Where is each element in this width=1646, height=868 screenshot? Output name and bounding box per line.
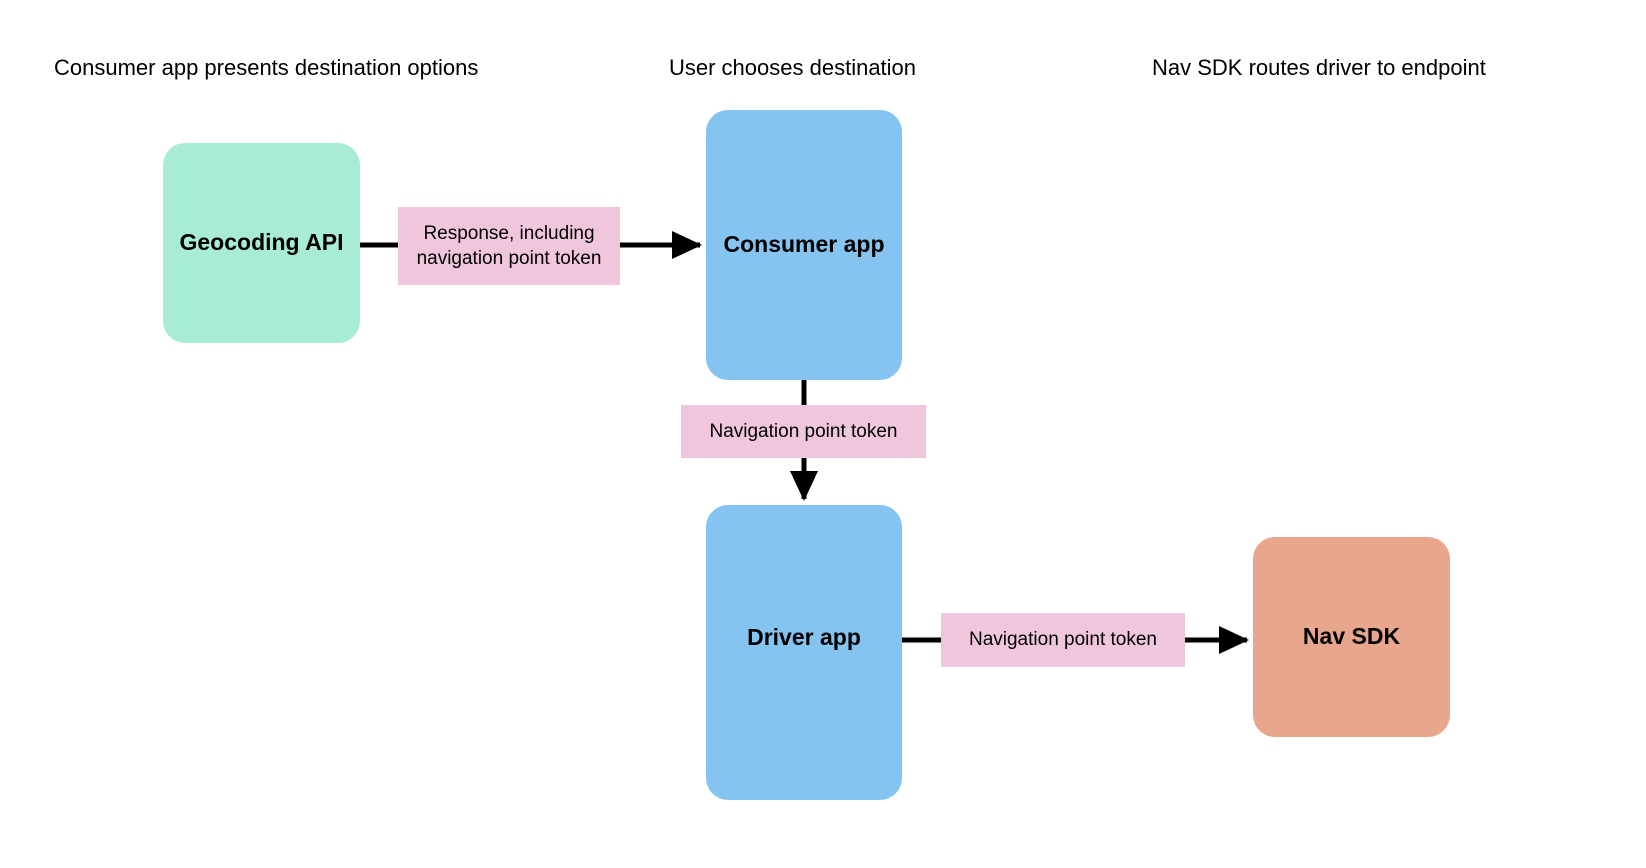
node-consumer-app[interactable]: Consumer app: [706, 110, 902, 380]
edge-label-token-vertical: Navigation point token: [681, 405, 926, 458]
column-heading-right: Nav SDK routes driver to endpoint: [1152, 55, 1486, 80]
column-heading-middle: User chooses destination: [669, 55, 917, 80]
node-driver-app[interactable]: Driver app: [706, 505, 902, 800]
node-nav-sdk-label: Nav SDK: [1302, 623, 1401, 650]
edge-label-token-vertical-text: Navigation point token: [709, 420, 898, 442]
edge-label-token-horizontal: Navigation point token: [941, 613, 1185, 667]
node-geocoding-api[interactable]: Geocoding API: [163, 143, 360, 343]
node-consumer-app-label: Consumer app: [723, 231, 885, 258]
column-heading-left: Consumer app presents destination option…: [54, 55, 479, 80]
node-nav-sdk[interactable]: Nav SDK: [1253, 537, 1450, 737]
edge-label-response: Response, including navigation point tok…: [398, 207, 620, 285]
edge-label-response-text: Response, including navigation point tok…: [416, 222, 602, 269]
edge-label-token-horizontal-text: Navigation point token: [968, 629, 1157, 651]
node-geocoding-api-label: Geocoding API: [179, 229, 344, 256]
node-driver-app-label: Driver app: [747, 623, 861, 650]
